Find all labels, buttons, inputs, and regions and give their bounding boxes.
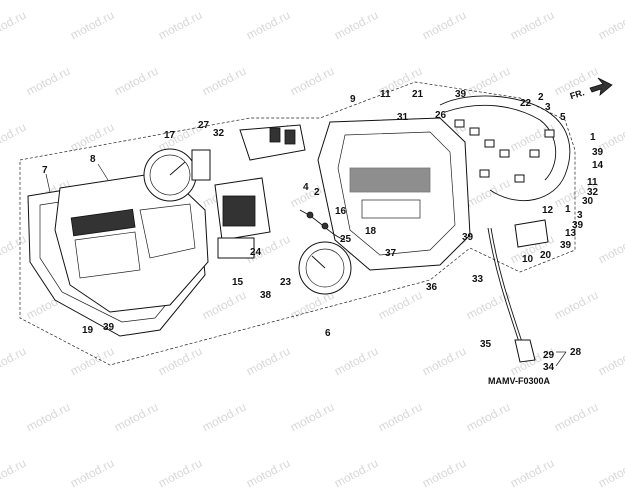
front-direction-arrow: FR. [569,77,613,101]
callout-2-b: 2 [314,187,320,198]
speedometer-cable[interactable] [487,227,536,363]
callout-33: 33 [472,274,484,285]
callout-16: 16 [335,206,347,217]
callout-9: 9 [350,94,356,105]
callout-39-a: 39 [455,89,467,100]
callout-24: 24 [250,247,262,258]
callout-36: 36 [426,282,438,293]
callout-14: 14 [592,160,604,171]
callout-11-b: 11 [587,177,598,188]
callout-25: 25 [340,234,352,245]
callout-30: 30 [582,196,594,207]
callout-18: 18 [365,226,377,237]
callout-21: 21 [412,89,424,100]
callout-34: 34 [543,362,555,373]
diagram-code: MAMV-F0300A [488,376,551,386]
tachometer-gauge[interactable] [143,148,211,202]
callout-32: 32 [213,128,225,139]
speedometer-gauge[interactable] [298,241,352,295]
callout-39-c: 39 [560,240,572,251]
callout-3-a: 3 [545,102,551,113]
callout-10: 10 [522,254,534,265]
assembly-outline [19,81,576,366]
wire-harness[interactable] [439,95,571,202]
callout-29: 29 [543,350,555,361]
callout-39-e: 39 [462,232,474,243]
callout-23: 23 [280,277,292,288]
callout-20: 20 [540,250,552,261]
callout-26: 26 [435,110,447,121]
callout-2-a: 2 [538,92,544,103]
callout-19: 19 [82,325,94,336]
callout-22: 22 [520,98,532,109]
meter-case[interactable] [317,117,471,271]
callout-31: 31 [397,112,409,123]
callout-11: 11 [380,89,391,100]
control-module[interactable] [214,124,306,259]
parts-diagram: FR. 8 7 17 27 32 9 11 31 21 39 26 2 22 3… [19,77,613,386]
callout-38: 38 [260,290,272,301]
callout-39-f: 39 [103,322,115,333]
callout-7: 7 [42,165,48,176]
meter-panel[interactable] [54,171,209,313]
callout-8: 8 [90,154,96,165]
callout-15: 15 [232,277,244,288]
callout-5-a: 5 [560,112,566,123]
bulb-socket-wire[interactable] [299,209,346,241]
callout-37: 37 [385,248,397,259]
callout-39-d: 39 [572,220,584,231]
callout-13: 13 [565,228,577,239]
callout-3-b: 3 [577,210,583,221]
callout-17: 17 [164,130,176,141]
callout-39-b: 39 [592,147,604,158]
mounting-plate[interactable] [514,219,549,248]
callout-4: 4 [303,182,309,193]
callout-27: 27 [198,120,210,131]
callout-28: 28 [570,347,582,358]
callout-12: 12 [542,205,554,216]
callout-labels: 8 7 17 27 32 9 11 31 21 39 26 2 22 3 5 1… [42,89,604,386]
direction-label: FR. [569,87,586,101]
callout-32-b: 32 [587,187,599,198]
callout-1-b: 1 [565,204,571,215]
callout-35: 35 [480,339,492,350]
callout-1-a: 1 [590,132,596,143]
callout-6: 6 [325,328,331,339]
